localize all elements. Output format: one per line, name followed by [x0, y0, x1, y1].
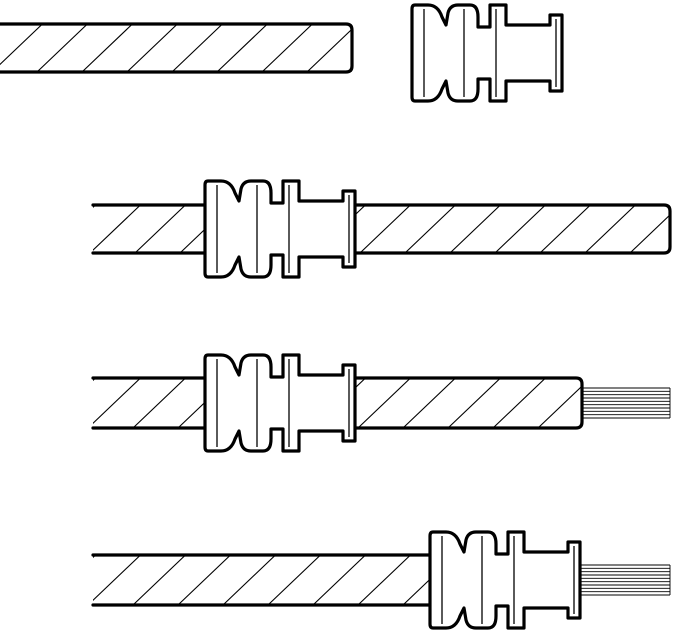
cable-hatching [0, 24, 352, 72]
step-1-cable-and-seal-separate [0, 3, 564, 103]
cable-step-3 [91, 376, 584, 430]
cable-jacket-outline [91, 376, 584, 430]
cable-jacket-outline [91, 553, 442, 607]
cable-step-1 [0, 22, 354, 74]
seal-body-outline [428, 530, 582, 630]
step-4-seal-moved-to-end [91, 530, 671, 630]
seal-step-3 [203, 353, 357, 453]
cable-jacket-outline [91, 203, 672, 255]
cable-hatching [93, 378, 582, 428]
cable-hatching [93, 555, 440, 605]
cable-jacket-outline [0, 22, 354, 74]
step-3-insulation-stripped [91, 353, 671, 453]
seal-step-2 [203, 179, 357, 279]
seal-body-outline [203, 353, 357, 453]
step-2-seal-on-cable [91, 179, 672, 279]
cable-hatching [93, 205, 670, 253]
conductor-strands-step-4 [578, 564, 671, 596]
cable-step-2 [91, 203, 672, 255]
seal-body-outline [203, 179, 357, 279]
seal-loose [410, 3, 564, 103]
seal-body-outline [410, 3, 564, 103]
conductor-strands-step-3 [582, 387, 671, 419]
seal-step-4 [428, 530, 582, 630]
